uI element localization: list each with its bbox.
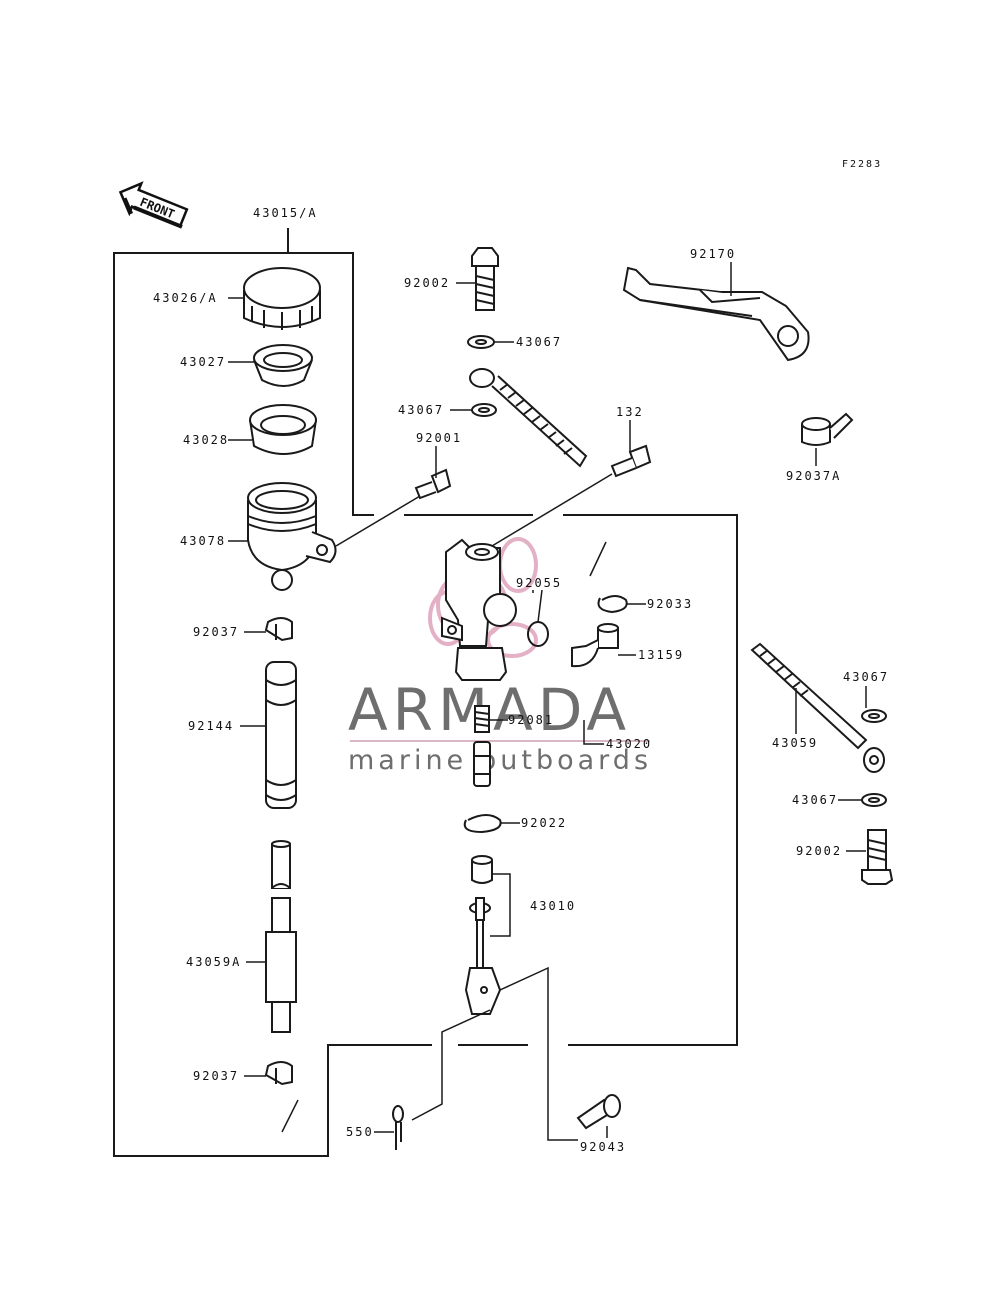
- part-43067-washer-right1: [861, 709, 887, 723]
- label-132: 132: [616, 405, 644, 419]
- label-43067-right1: 43067: [843, 670, 889, 684]
- leader-92043: [499, 966, 578, 1141]
- part-92144-hose: [265, 661, 297, 809]
- watermark-tagline: marine outboards: [348, 745, 652, 776]
- label-43010: 43010: [530, 899, 576, 913]
- part-92002-bolt-top: [471, 247, 499, 311]
- label-92081: 92081: [508, 713, 554, 727]
- part-13159-elbow: [571, 623, 619, 668]
- part-43059-hose: [750, 642, 885, 773]
- part-92043-clevis-pin: [576, 1094, 621, 1130]
- part-92037A-fitting: [801, 412, 854, 446]
- label-43059: 43059: [772, 736, 818, 750]
- label-92033: 92033: [647, 597, 693, 611]
- part-43078-reservoir: [247, 482, 337, 591]
- label-92037-bottom: 92037: [193, 1069, 239, 1083]
- part-43027-ring: [253, 344, 313, 387]
- label-43078: 43078: [180, 534, 226, 548]
- label-43059A: 43059A: [186, 955, 241, 969]
- label-92022: 92022: [521, 816, 567, 830]
- label-43067-mid: 43067: [398, 403, 444, 417]
- assembly-outlines: [113, 228, 738, 1157]
- part-92001-bolt: [414, 468, 452, 500]
- label-43067-right2: 43067: [792, 793, 838, 807]
- part-92055-oring: [527, 621, 549, 647]
- part-43067-washer-top: [467, 335, 495, 349]
- part-92170-guard: [622, 266, 810, 362]
- part-43020-piston: [473, 741, 491, 787]
- label-92037-top: 92037: [193, 625, 239, 639]
- part-92037-clamp-top: [264, 617, 293, 642]
- part-43010-boot: [471, 855, 493, 884]
- label-43020: 43020: [606, 737, 652, 751]
- leader-132-body: [491, 473, 613, 547]
- part-banjo-hose-top: [469, 368, 588, 468]
- figure-code: F2283: [842, 159, 882, 170]
- part-43067-washer-right2: [861, 793, 887, 807]
- part-43067-washer-mid: [471, 403, 497, 417]
- part-master-cylinder-body: [441, 538, 517, 681]
- front-arrow: FRONT: [118, 181, 189, 229]
- leader-550: [411, 1009, 491, 1121]
- label-92002-right: 92002: [796, 844, 842, 858]
- leader-lines: [228, 262, 867, 1138]
- part-92022-circlip: [463, 814, 502, 834]
- leader-92001-reservoir: [335, 495, 421, 547]
- label-43067-top: 43067: [516, 335, 562, 349]
- part-43059A-tube: [265, 840, 297, 1033]
- part-92037-clamp-bottom: [264, 1061, 293, 1086]
- label-13159: 13159: [638, 648, 684, 662]
- part-43028-diaphragm: [249, 404, 317, 455]
- label-92001: 92001: [416, 431, 462, 445]
- label-43026A: 43026/A: [153, 291, 218, 305]
- leader-slash-mid: [589, 541, 607, 577]
- label-92055: 92055: [516, 576, 562, 590]
- part-92002-bolt-right: [861, 829, 894, 885]
- leader-slash-left: [281, 1099, 299, 1133]
- label-92144: 92144: [188, 719, 234, 733]
- label-43028: 43028: [183, 433, 229, 447]
- part-550-cotter-pin: [392, 1105, 404, 1150]
- part-43010-pushrod: [464, 897, 502, 1015]
- label-43027: 43027: [180, 355, 226, 369]
- part-labels: 43015/A 43026/A 43027 43028 43078 92037 …: [153, 206, 889, 1154]
- label-92002-top: 92002: [404, 276, 450, 290]
- label-550: 550: [346, 1125, 374, 1139]
- part-43026A-cap: [243, 267, 321, 330]
- label-92037A: 92037A: [786, 469, 841, 483]
- part-92033-circlip: [597, 595, 628, 614]
- part-132-bolt: [610, 444, 652, 478]
- label-92043: 92043: [580, 1140, 626, 1154]
- label-43015A: 43015/A: [253, 206, 318, 220]
- label-92170: 92170: [690, 247, 736, 261]
- part-92081-spring: [474, 705, 490, 733]
